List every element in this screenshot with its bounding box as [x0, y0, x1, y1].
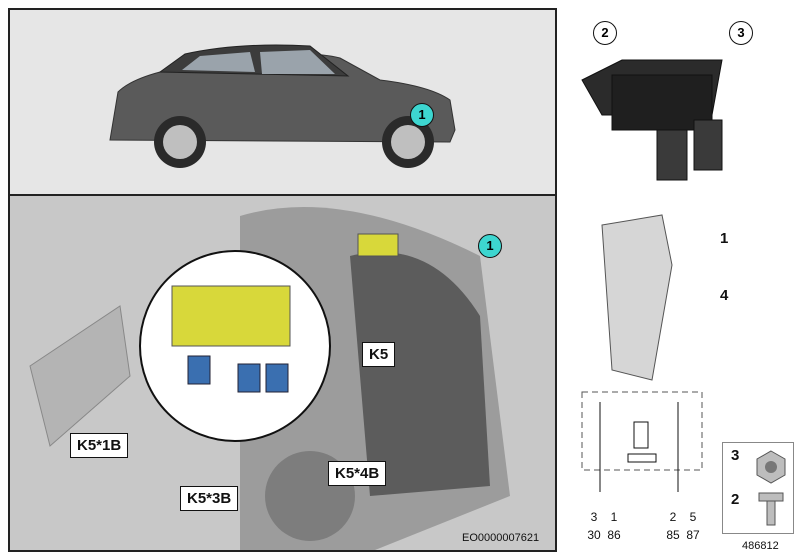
relay-schematic — [581, 391, 703, 492]
label-k5-4b: K5*4B — [328, 461, 387, 486]
parts-box-item-screw: 2 — [731, 491, 740, 508]
reference-number: 486812 — [742, 540, 779, 552]
callout-2-part: 2 — [593, 21, 617, 45]
engine-bay-detail-panel — [8, 196, 557, 552]
image-code: EO0000007621 — [462, 532, 540, 544]
pin-bottom-87: 87 — [686, 528, 700, 542]
vehicle-illustration — [109, 44, 456, 168]
vehicle-overview-panel — [8, 8, 557, 196]
pin-top-3: 3 — [590, 510, 598, 524]
label-k5: K5 — [362, 342, 396, 367]
callout-1-car: 1 — [410, 103, 434, 127]
engine-bay-illustration — [29, 207, 510, 550]
part-label-relay: 1 — [720, 230, 729, 247]
pin-bottom-30: 30 — [587, 528, 601, 542]
pin-top-5: 5 — [689, 510, 697, 524]
part-label-bracket: 4 — [720, 287, 729, 304]
pin-top-1: 1 — [610, 510, 618, 524]
callout-3-part: 3 — [729, 21, 753, 45]
pin-bottom-85: 85 — [666, 528, 680, 542]
pin-top-2: 2 — [669, 510, 677, 524]
label-k5-1b: K5*1B — [70, 433, 129, 458]
callout-1-detail: 1 — [478, 234, 502, 258]
label-k5-3b: K5*3B — [180, 486, 239, 511]
fastener-illustration — [756, 450, 786, 526]
fastener-parts-box: 3 2 — [722, 442, 794, 534]
relay-part-illustration — [581, 59, 723, 381]
pin-bottom-86: 86 — [607, 528, 621, 542]
parts-box-item-nut: 3 — [731, 447, 740, 464]
